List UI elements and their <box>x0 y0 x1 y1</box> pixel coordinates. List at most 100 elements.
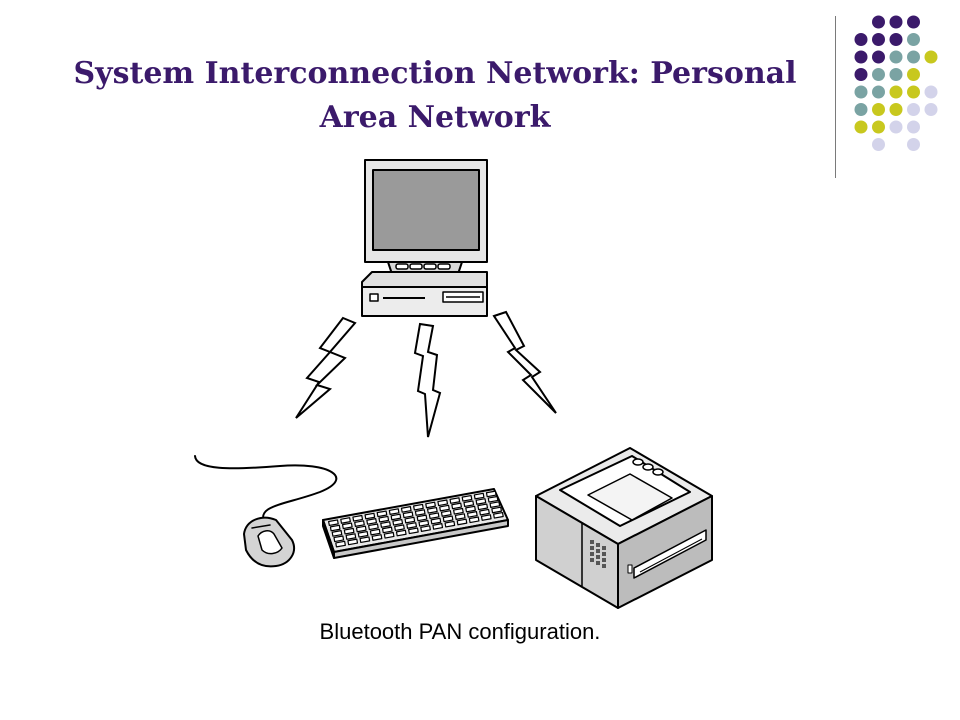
decorative-dot <box>889 15 903 29</box>
keyboard-key <box>357 530 369 538</box>
printer-keypad-key <box>596 543 600 547</box>
decorative-dot <box>907 120 920 134</box>
keyboard-key <box>371 534 383 541</box>
keyboard-key <box>406 522 418 529</box>
keyboard-key <box>388 508 400 515</box>
printer-keypad-key <box>602 558 606 562</box>
keyboard-key <box>442 515 454 523</box>
keyboard-key <box>432 523 444 530</box>
decorative-dot <box>889 68 903 81</box>
decorative-dot <box>907 138 920 151</box>
decorative-dot <box>924 50 938 64</box>
keyboard-key <box>493 511 504 519</box>
keyboard-key <box>333 535 345 543</box>
decorative-dot <box>907 50 920 64</box>
keyboard-key <box>416 514 428 522</box>
keyboard-key <box>437 499 449 507</box>
keyboard-key <box>440 510 452 517</box>
decorative-dot <box>907 33 920 46</box>
decorative-dot <box>872 15 885 29</box>
decorative-dot <box>889 85 903 99</box>
keyboard-key <box>475 498 487 505</box>
keyboard-key <box>449 497 461 504</box>
keyboard-key <box>381 526 393 534</box>
keyboard-key <box>402 511 414 519</box>
keyboard-key <box>347 538 359 546</box>
keyboard-key <box>491 506 503 514</box>
lightning-bolt-icon <box>492 310 557 414</box>
keyboard-key <box>395 529 407 537</box>
keyboard-key <box>364 512 376 520</box>
decorative-dot <box>872 85 885 99</box>
keyboard-key <box>329 524 341 532</box>
keyboard-key <box>394 524 405 532</box>
printer-keypad-key <box>602 552 606 556</box>
decorative-dot <box>907 103 920 116</box>
slide-title-line-2: Area Network <box>319 100 551 135</box>
printer-icon <box>535 447 713 609</box>
keyboard-key <box>444 520 456 528</box>
decorative-dot <box>872 120 885 134</box>
keyboard-key <box>420 525 431 532</box>
printer-keypad-key <box>596 549 600 553</box>
decorative-dot <box>854 85 868 99</box>
printer-keypad-key <box>590 552 594 556</box>
decorative-dot <box>889 103 903 116</box>
keyboard-key <box>352 514 364 522</box>
keyboard-key <box>426 506 438 514</box>
lightning-bolt-icon <box>295 316 357 419</box>
desktop-computer-icon <box>361 159 488 317</box>
keyboard-key <box>428 512 440 520</box>
keyboard-key <box>466 511 478 518</box>
printer-keypad-key <box>590 546 594 550</box>
keyboard-key <box>380 521 391 528</box>
slide-title-line-1: System Interconnection Network: Personal <box>73 56 797 91</box>
keyboard-key <box>335 540 346 548</box>
printer-keypad-key <box>596 555 600 559</box>
keyboard-key <box>468 516 480 524</box>
keyboard-key <box>454 513 466 520</box>
keyboard-key <box>461 494 473 502</box>
keyboard-key <box>383 531 395 539</box>
lightning-bolt-icon <box>413 322 442 438</box>
keyboard-key <box>369 528 381 536</box>
keyboard-key <box>392 518 404 526</box>
keyboard-key <box>456 518 468 526</box>
keyboard-key <box>378 515 390 523</box>
decorative-dot <box>924 103 938 116</box>
keyboard-key <box>340 517 351 524</box>
keyboard-key <box>439 504 450 512</box>
decorative-dot <box>889 33 903 46</box>
decorative-dot <box>889 120 903 134</box>
decorative-dot <box>854 33 868 46</box>
keyboard-key <box>331 530 343 537</box>
diagram-caption: Bluetooth PAN configuration. <box>319 619 601 644</box>
keyboard-key <box>366 518 378 525</box>
decorative-dot <box>872 138 885 151</box>
keyboard-icon <box>322 488 509 559</box>
keyboard-key <box>477 503 489 511</box>
printer-keypad-key <box>590 558 594 562</box>
keyboard-key <box>418 519 430 527</box>
keyboard-key <box>430 517 442 525</box>
decorative-dot-grid <box>854 15 938 151</box>
keyboard-key <box>463 500 475 508</box>
keyboard-key <box>485 490 497 498</box>
keyboard-key <box>359 536 371 544</box>
printer-keypad-key <box>602 564 606 568</box>
mouse-icon <box>194 455 338 568</box>
keyboard-key <box>480 514 492 521</box>
keyboard-key <box>414 509 426 516</box>
keyboard-key <box>354 520 365 527</box>
keyboard-key <box>479 508 490 516</box>
keyboard-key <box>368 523 379 531</box>
keyboard-key <box>487 495 499 503</box>
keyboard-key <box>345 533 357 540</box>
decorative-dot <box>907 15 920 29</box>
decorative-divider <box>835 16 836 178</box>
keyboard-key <box>489 501 501 508</box>
decorative-dot <box>872 68 885 81</box>
decorative-dot <box>872 103 885 116</box>
keyboard-key <box>413 503 424 511</box>
